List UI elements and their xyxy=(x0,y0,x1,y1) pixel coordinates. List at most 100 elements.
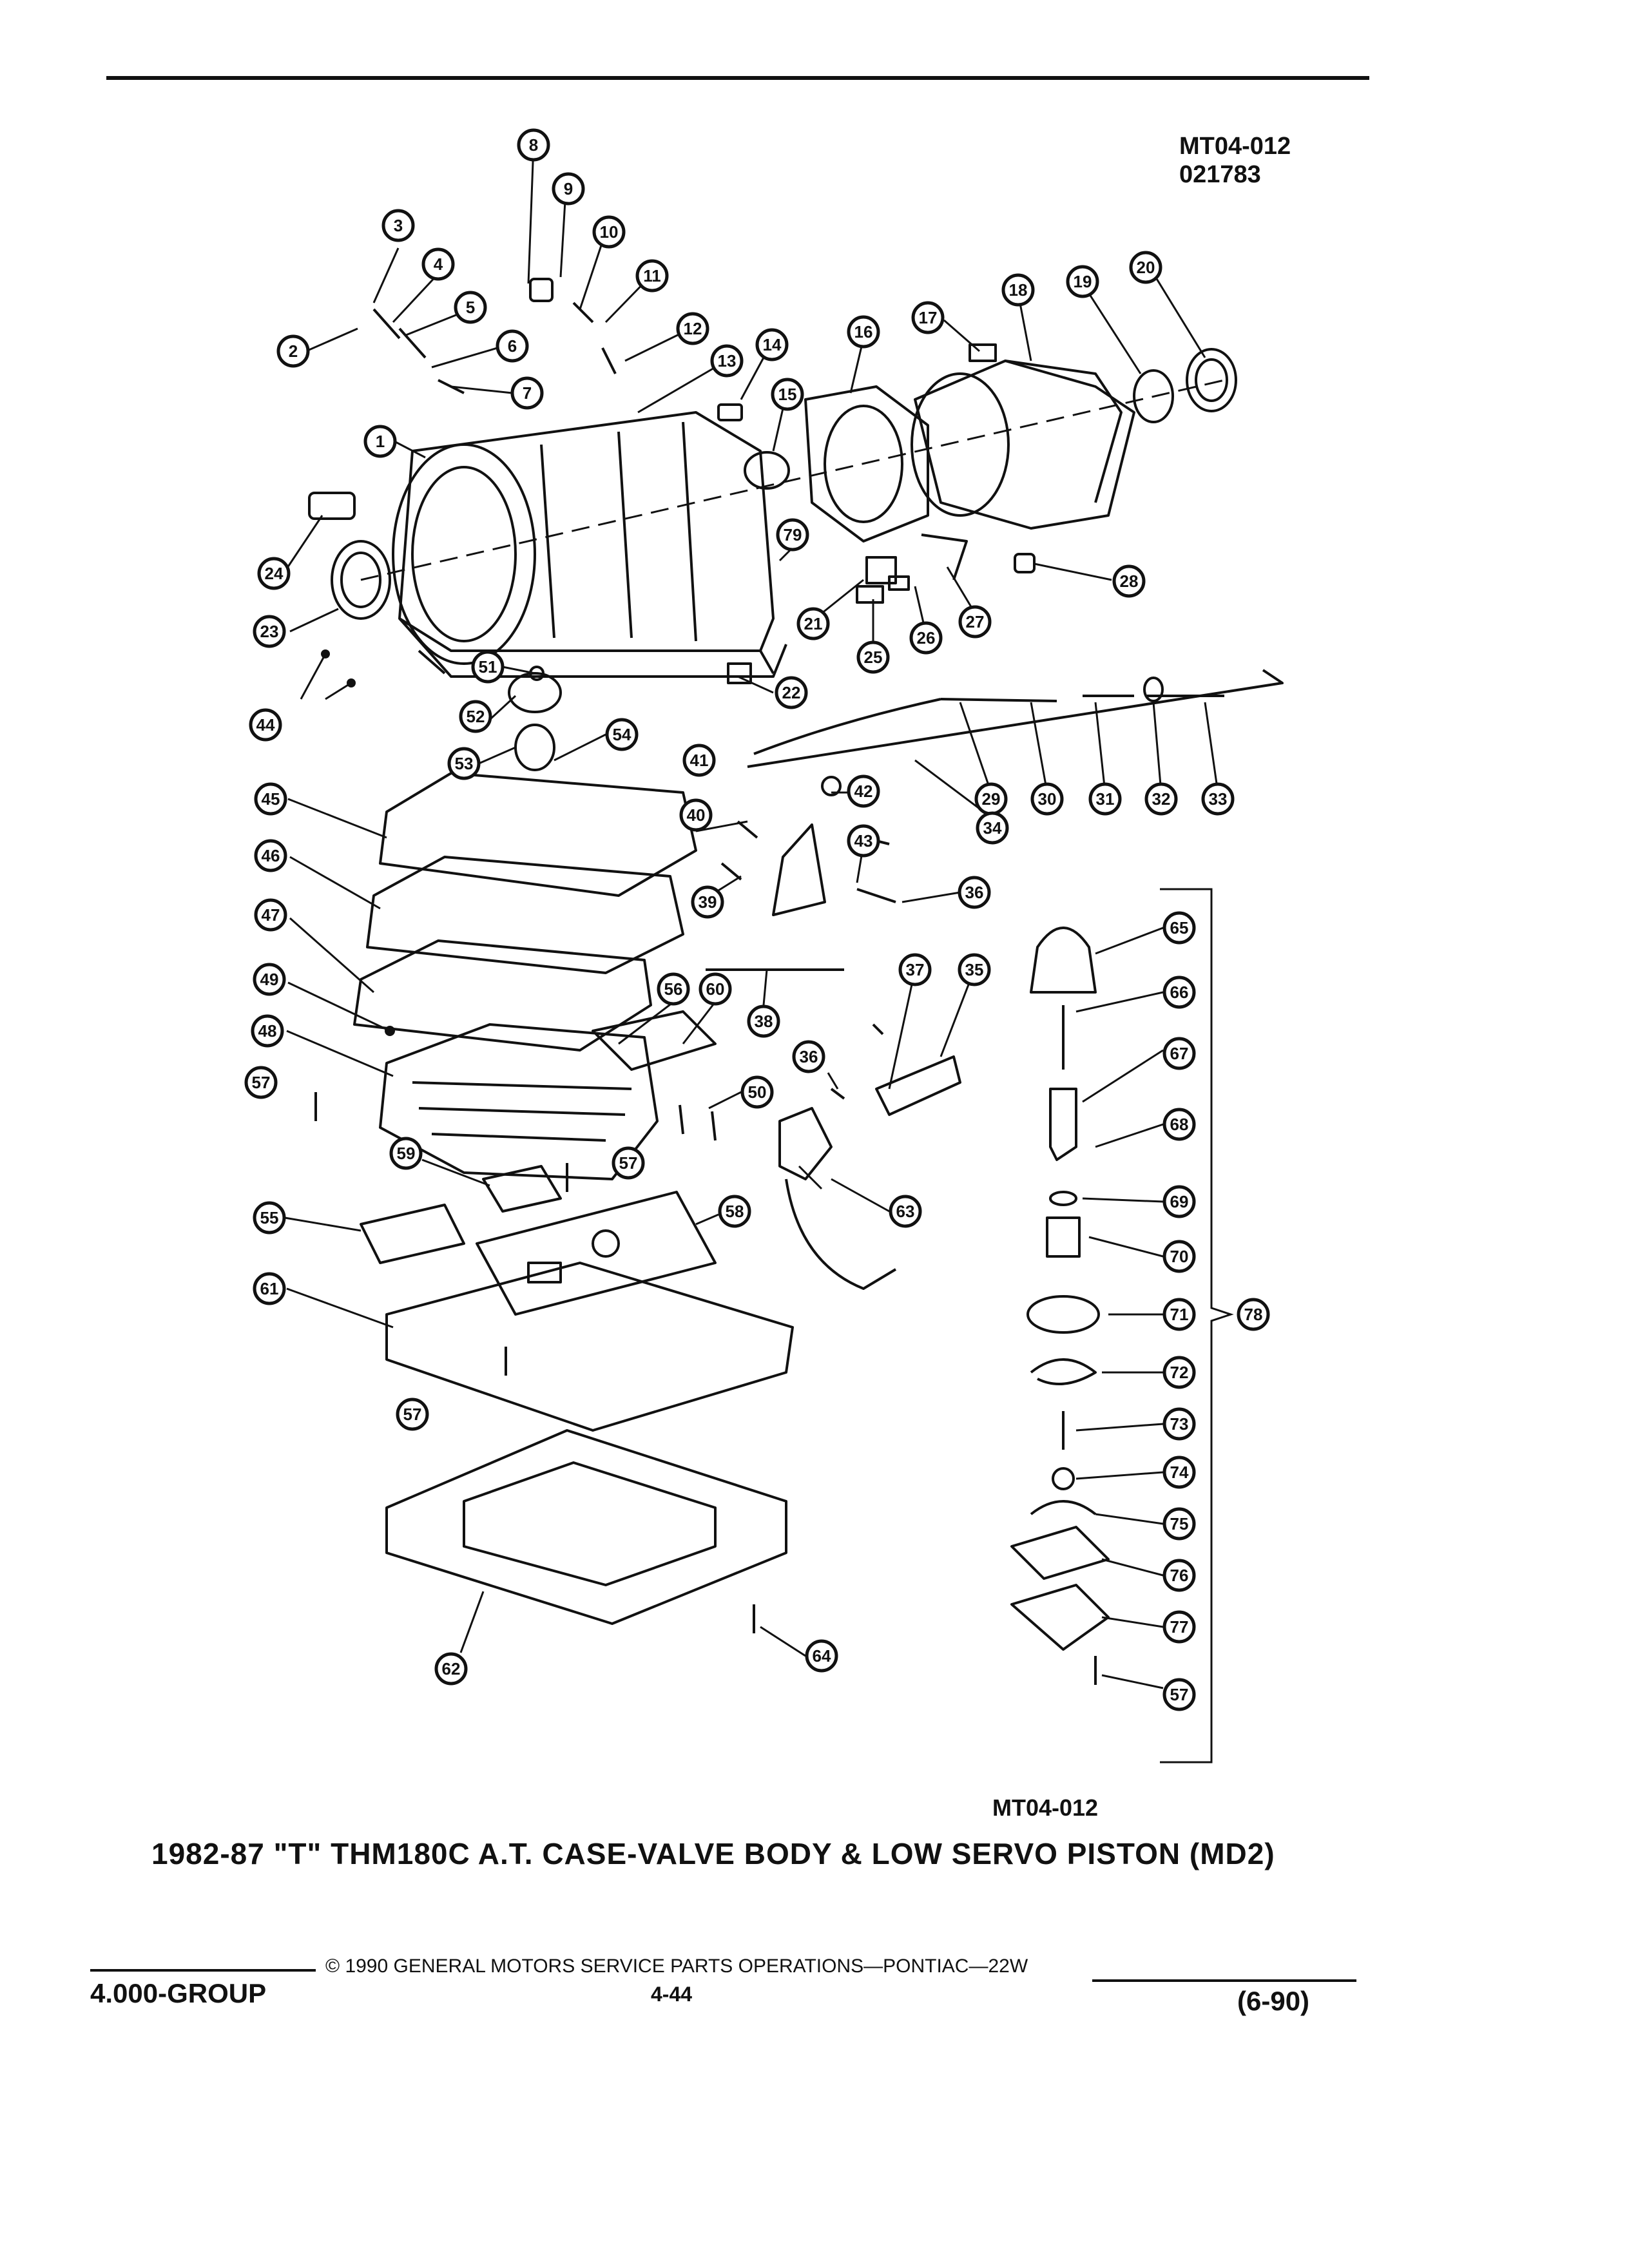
callout-42: 42 xyxy=(847,774,880,808)
svg-text:68: 68 xyxy=(1170,1115,1189,1134)
callout-53: 53 xyxy=(447,747,481,780)
callout-14: 14 xyxy=(755,328,789,361)
svg-text:48: 48 xyxy=(258,1021,277,1041)
figure-code-top-line-2: 021783 xyxy=(1179,161,1261,188)
svg-text:78: 78 xyxy=(1244,1305,1263,1324)
figure-code-top-line-1: MT04-012 xyxy=(1179,133,1291,160)
svg-text:20: 20 xyxy=(1137,258,1155,277)
callout-57d: 57 xyxy=(1162,1678,1196,1711)
callout-16: 16 xyxy=(847,315,880,349)
extension-gasket xyxy=(804,385,929,543)
callout-48: 48 xyxy=(251,1014,284,1048)
svg-text:71: 71 xyxy=(1170,1305,1189,1324)
figure-code-top: MT04-012 021783 xyxy=(1179,132,1291,189)
callout-9: 9 xyxy=(552,172,585,206)
svg-text:33: 33 xyxy=(1209,789,1228,809)
figure-caption: 1982-87 "T" THM180C A.T. CASE-VALVE BODY… xyxy=(151,1837,1275,1870)
callout-60: 60 xyxy=(699,972,732,1006)
callout-59: 59 xyxy=(389,1137,423,1170)
copyright-line: © 1990 GENERAL MOTORS SERVICE PARTS OPER… xyxy=(325,1956,1028,1977)
callout-76: 76 xyxy=(1162,1559,1196,1592)
top-rule xyxy=(106,76,1369,80)
callout-20: 20 xyxy=(1129,251,1162,284)
callout-12: 12 xyxy=(676,312,709,345)
callout-57c: 57 xyxy=(396,1398,429,1431)
park-linkage xyxy=(772,823,961,1116)
svg-text:7: 7 xyxy=(523,383,532,403)
callout-67: 67 xyxy=(1162,1037,1196,1070)
svg-text:66: 66 xyxy=(1170,983,1189,1002)
callout-65: 65 xyxy=(1162,911,1196,945)
svg-text:38: 38 xyxy=(755,1012,773,1031)
oil-pan xyxy=(385,1429,787,1625)
solenoid-and-wiring xyxy=(778,1107,897,1290)
svg-text:3: 3 xyxy=(394,216,403,235)
svg-text:23: 23 xyxy=(260,622,279,641)
svg-text:59: 59 xyxy=(397,1144,416,1163)
callout-22: 22 xyxy=(775,676,808,709)
svg-text:15: 15 xyxy=(778,385,797,404)
svg-text:31: 31 xyxy=(1096,789,1115,809)
svg-text:64: 64 xyxy=(813,1646,831,1666)
callout-41: 41 xyxy=(682,744,716,777)
assembly-axis xyxy=(360,379,1225,581)
callout-5: 5 xyxy=(454,291,487,324)
svg-text:36: 36 xyxy=(965,883,984,902)
callout-38: 38 xyxy=(747,1004,780,1038)
svg-text:47: 47 xyxy=(262,905,280,925)
svg-text:8: 8 xyxy=(529,135,538,155)
svg-text:54: 54 xyxy=(613,725,631,744)
callout-37: 37 xyxy=(898,953,932,986)
callout-64: 64 xyxy=(805,1639,838,1673)
svg-text:37: 37 xyxy=(906,960,925,979)
callout-74: 74 xyxy=(1162,1456,1196,1489)
callout-36b: 36 xyxy=(792,1040,825,1073)
callout-52: 52 xyxy=(459,700,492,733)
callout-19: 19 xyxy=(1066,265,1099,298)
svg-text:74: 74 xyxy=(1170,1463,1189,1482)
svg-text:75: 75 xyxy=(1170,1514,1189,1533)
svg-text:57: 57 xyxy=(403,1405,422,1424)
callout-40: 40 xyxy=(679,798,713,832)
front-seal xyxy=(331,540,391,620)
footer-rule-right xyxy=(1092,1979,1356,1982)
svg-text:14: 14 xyxy=(763,335,782,354)
callout-leaders xyxy=(282,144,1219,1689)
callout-44: 44 xyxy=(249,708,282,742)
callout-63: 63 xyxy=(889,1195,922,1228)
svg-text:4: 4 xyxy=(434,255,443,274)
callout-51: 51 xyxy=(471,650,505,684)
svg-text:52: 52 xyxy=(467,707,485,726)
transmission-case xyxy=(392,411,787,678)
callout-45: 45 xyxy=(254,782,287,816)
svg-text:53: 53 xyxy=(455,754,474,773)
callout-35: 35 xyxy=(958,953,991,986)
rear-bushing-and-seal xyxy=(1133,348,1237,423)
callout-73: 73 xyxy=(1162,1407,1196,1441)
detent-cable xyxy=(747,669,1284,768)
servo-assembly-bracket xyxy=(1160,888,1234,1763)
svg-text:5: 5 xyxy=(466,298,475,317)
svg-text:73: 73 xyxy=(1170,1414,1189,1434)
callout-66: 66 xyxy=(1162,975,1196,1009)
callout-21: 21 xyxy=(796,607,830,640)
svg-text:72: 72 xyxy=(1170,1363,1189,1382)
callout-46: 46 xyxy=(254,839,287,872)
callout-75: 75 xyxy=(1162,1507,1196,1541)
callout-61: 61 xyxy=(253,1272,286,1305)
spacer-plate-middle xyxy=(366,856,684,974)
callout-55: 55 xyxy=(253,1201,286,1235)
svg-text:67: 67 xyxy=(1170,1044,1189,1063)
callout-27: 27 xyxy=(958,605,992,639)
callout-3: 3 xyxy=(381,209,415,242)
callout-36: 36 xyxy=(958,876,991,909)
callout-15: 15 xyxy=(771,378,804,411)
callout-17: 17 xyxy=(911,301,945,334)
small-hardware xyxy=(308,278,1097,1685)
svg-text:34: 34 xyxy=(983,818,1002,838)
svg-text:6: 6 xyxy=(508,336,517,356)
svg-text:76: 76 xyxy=(1170,1566,1189,1585)
callout-70: 70 xyxy=(1162,1240,1196,1273)
callout-72: 72 xyxy=(1162,1356,1196,1389)
